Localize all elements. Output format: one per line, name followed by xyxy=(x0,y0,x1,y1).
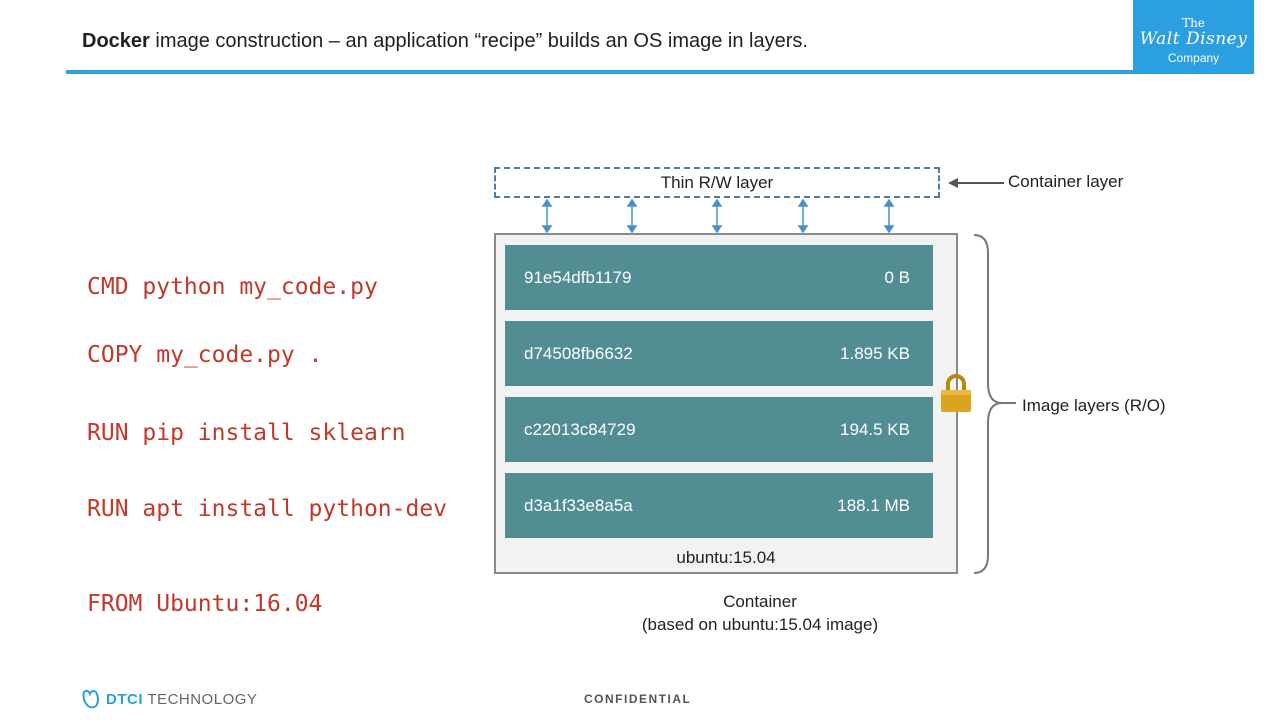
container-layer-label: Container layer xyxy=(1008,172,1124,191)
recipe-command-cmd: CMD python my_code.py xyxy=(87,274,378,300)
title-rest: image construction – an application “rec… xyxy=(149,30,808,52)
logo-company: Company xyxy=(1167,51,1220,65)
logo-the: The xyxy=(1182,16,1205,30)
lock-icon xyxy=(941,374,971,412)
slide-title: Docker image construction – an applicati… xyxy=(82,30,808,53)
image-layers-label: Image layers (R/O) xyxy=(1022,396,1166,415)
image-layer: c22013c84729 194.5 KB xyxy=(505,397,933,462)
recipe-command-copy: COPY my_code.py . xyxy=(87,342,323,368)
dtci-mark-icon xyxy=(82,689,99,709)
image-layers-brace xyxy=(973,234,1016,574)
dtci-logo: DTCI TECHNOLOGY xyxy=(80,688,257,710)
recipe-command-pip: RUN pip install sklearn xyxy=(87,420,406,446)
title-underline xyxy=(66,70,1254,74)
recipe-command-apt: RUN apt install python-dev xyxy=(87,496,448,522)
disney-logo: The Walt Disney Company xyxy=(1133,0,1254,74)
image-layer: d3a1f33e8a5a 188.1 MB xyxy=(505,473,933,538)
container-layer-arrow-line xyxy=(956,182,1004,184)
image-layer: d74508fb6632 1.895 KB xyxy=(505,321,933,386)
rw-layer: Thin R/W layer xyxy=(494,167,940,198)
confidential-label: CONFIDENTIAL xyxy=(584,692,692,706)
footer-brand-rest: TECHNOLOGY xyxy=(143,690,258,708)
layer-id: d74508fb6632 xyxy=(524,343,633,363)
layer-size: 1.895 KB xyxy=(840,343,910,363)
layer-size: 188.1 MB xyxy=(837,495,910,515)
layer-id: 91e54dfb1179 xyxy=(524,267,632,287)
title-bold: Docker xyxy=(82,30,150,52)
base-image-label: ubuntu:15.04 xyxy=(676,548,776,567)
layer-id: d3a1f33e8a5a xyxy=(524,495,633,515)
layer-size: 0 B xyxy=(884,267,910,287)
image-layer: 91e54dfb1179 0 B xyxy=(505,245,933,310)
layer-id: c22013c84729 xyxy=(524,419,636,439)
rw-arrows xyxy=(541,198,895,234)
caption-line-2: (based on ubuntu:15.04 image) xyxy=(641,615,879,634)
container-caption: Container (based on ubuntu:15.04 image) xyxy=(560,590,960,636)
footer-brand-bold: DTCI xyxy=(106,690,143,708)
caption-line-1: Container xyxy=(723,592,797,611)
recipe-command-from: FROM Ubuntu:16.04 xyxy=(87,591,323,617)
logo-name: Walt Disney xyxy=(1139,29,1248,49)
footer-brand: DTCI TECHNOLOGY xyxy=(106,691,257,708)
layer-size: 194.5 KB xyxy=(840,419,910,439)
container-layer-arrow-head xyxy=(948,178,958,188)
